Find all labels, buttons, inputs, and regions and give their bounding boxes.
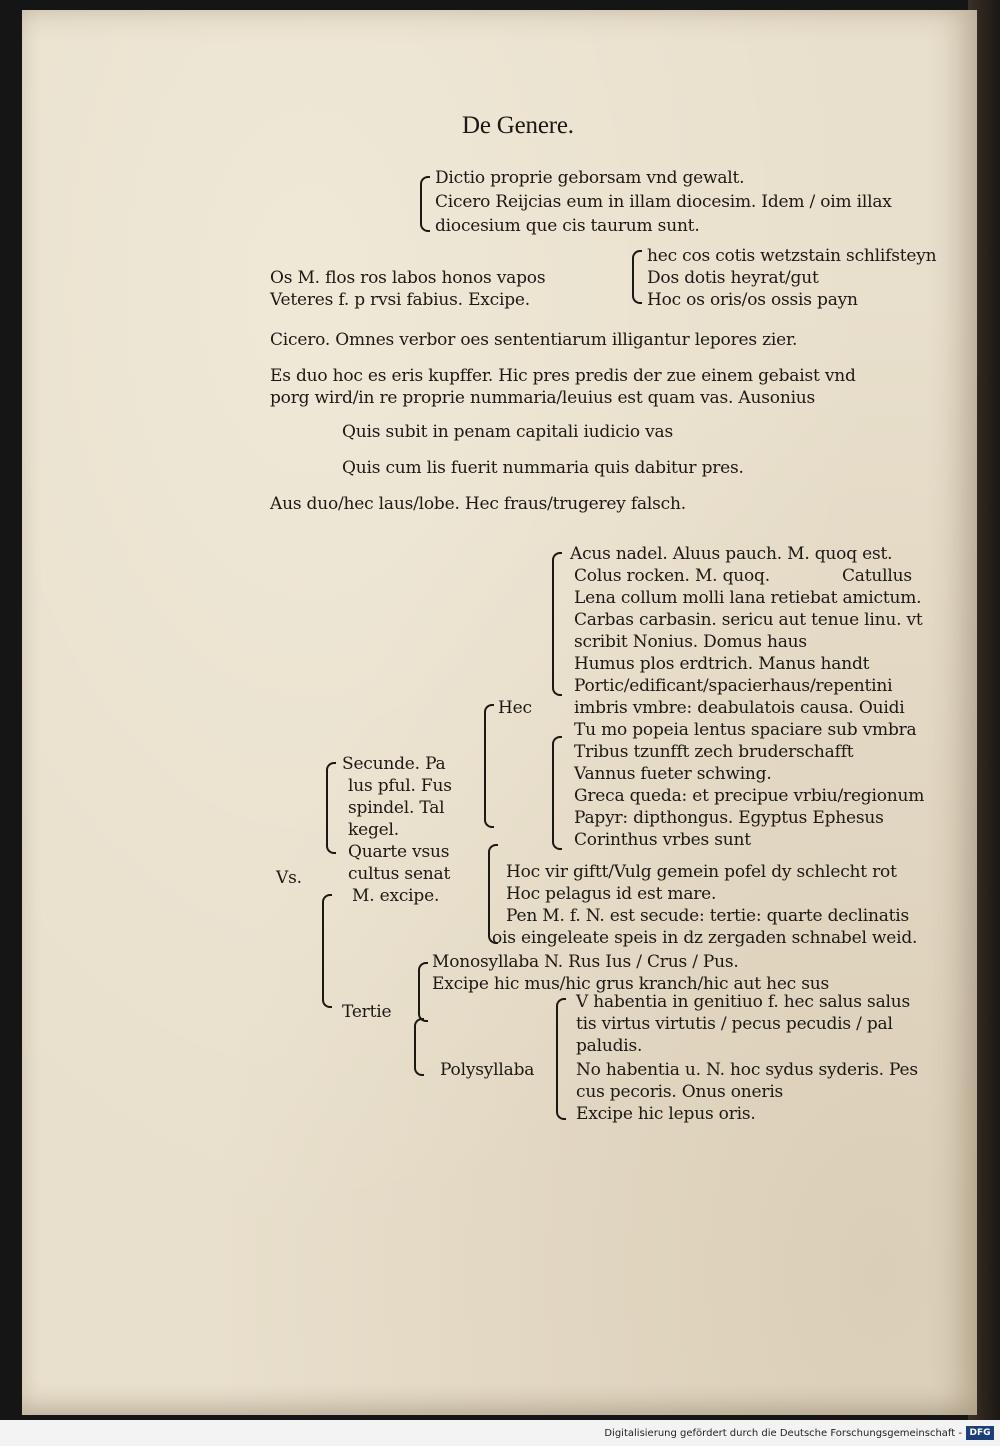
text-line: Colus rocken. M. quoq. xyxy=(574,566,770,586)
text-line: cus pecoris. Onus oneris xyxy=(576,1082,784,1102)
text-line: Papyr: dipthongus. Egyptus Ephesus xyxy=(574,808,884,828)
bracket-polysyllaba-link xyxy=(414,1018,424,1076)
text-line: Tu mo popeia lentus spaciare sub vmbra xyxy=(574,720,917,740)
text-line: lus pful. Fus xyxy=(348,776,452,796)
text-line: Cicero Reijcias eum in illam diocesim. I… xyxy=(435,192,892,212)
text-line: Acus nadel. Aluus pauch. M. quoq est. xyxy=(570,544,893,564)
text-line: Greca queda: et precipue vrbiu/regionum xyxy=(574,786,925,806)
text-line: scribit Nonius. Domus haus xyxy=(574,632,807,652)
text-line: paludis. xyxy=(576,1036,643,1056)
text-line: Os M. flos ros labos honos vapos xyxy=(270,268,546,288)
footer-credit: Digitalisierung gefördert durch die Deut… xyxy=(604,1428,962,1439)
brace-cos xyxy=(632,250,642,304)
book-page: De Genere. Dictio proprie geborsam vnd g… xyxy=(22,10,977,1415)
text-line: Quarte vsus xyxy=(348,842,450,862)
bracket-hec-lower xyxy=(552,736,562,850)
text-line: Cicero. Omnes verbor oes sententiarum il… xyxy=(270,330,798,350)
text-line: diocesium que cis taurum sunt. xyxy=(435,216,700,236)
text-line: Aus duo/hec laus/lobe. Hec fraus/trugere… xyxy=(270,494,686,514)
text-line: Tribus tzunfft zech bruderschafft xyxy=(574,742,854,762)
text-line: Hoc vir giftt/Vulg gemein pofel dy schle… xyxy=(506,862,897,882)
text-line: Corinthus vrbes sunt xyxy=(574,830,751,850)
text-line: Tertie xyxy=(342,1002,392,1022)
page-title: De Genere. xyxy=(462,112,574,139)
text-line: Vannus fueter schwing. xyxy=(574,764,772,784)
text-line: Dos dotis heyrat/gut xyxy=(647,268,819,288)
text-line: Excipe hic mus/hic grus kranch/hic aut h… xyxy=(432,974,829,994)
text-line: Quis cum lis fuerit nummaria quis dabitu… xyxy=(342,458,744,478)
text-line: cultus senat xyxy=(348,864,451,884)
text-line: spindel. Tal xyxy=(348,798,445,818)
text-line: M. excipe. xyxy=(352,886,440,906)
text-line: Monosyllaba N. Rus Ius / Crus / Pus. xyxy=(432,952,739,972)
text-line: Humus plos erdtrich. Manus handt xyxy=(574,654,870,674)
text-line: V habentia in genitiuo f. hec salus salu… xyxy=(576,992,911,1012)
text-line: Quis subit in penam capitali iudicio vas xyxy=(342,422,674,442)
footer-bar xyxy=(0,1420,1000,1446)
bracket-secunde xyxy=(326,762,336,854)
text-line: Dictio proprie geborsam vnd gewalt. xyxy=(435,168,745,188)
text-line: Veteres f. p rvsi fabius. Excipe. xyxy=(270,290,530,310)
text-line: Es duo hoc es eris kupffer. Hic pres pre… xyxy=(270,366,856,386)
text-line: tis virtus virtutis / pecus pecudis / pa… xyxy=(576,1014,893,1034)
bracket-hec-upper xyxy=(552,552,562,696)
text-line: Secunde. Pa xyxy=(342,754,446,774)
text-line: Vs. xyxy=(276,868,302,888)
text-line: porg wird/in re proprie nummaria/leuius … xyxy=(270,388,816,408)
text-line: Hoc pelagus id est mare. xyxy=(506,884,717,904)
text-line: hec cos cotis wetzstain schlifsteyn xyxy=(647,246,937,266)
text-line: Portic/edificant/spacierhaus/repentini xyxy=(574,676,893,696)
bracket-hoc xyxy=(488,844,498,944)
text-line: Excipe hic lepus oris. xyxy=(576,1104,756,1124)
text-line: Polysyllaba xyxy=(440,1060,535,1080)
text-line: kegel. xyxy=(348,820,399,840)
bracket-polysyllaba xyxy=(556,998,566,1120)
bracket-tertie xyxy=(418,962,428,1022)
text-line: ois eingeleate speis in dz zergaden schn… xyxy=(492,928,918,948)
text-line: Lena collum molli lana retiebat amictum. xyxy=(574,588,922,608)
text-line: Catullus xyxy=(842,566,912,586)
text-line: Pen M. f. N. est secude: tertie: quarte … xyxy=(506,906,910,926)
text-line: No habentia u. N. hoc sydus syderis. Pes xyxy=(576,1060,918,1080)
text-line: Carbas carbasin. sericu aut tenue linu. … xyxy=(574,610,923,630)
brace-dictio xyxy=(420,176,430,232)
bracket-vs xyxy=(322,894,332,1008)
dfg-logo: DFG xyxy=(966,1426,994,1440)
text-line: Hec xyxy=(498,698,532,718)
text-line: imbris vmbre: deabulatois causa. Ouidi xyxy=(574,698,905,718)
text-line: Hoc os oris/os ossis payn xyxy=(647,290,858,310)
bracket-hec xyxy=(484,704,494,828)
